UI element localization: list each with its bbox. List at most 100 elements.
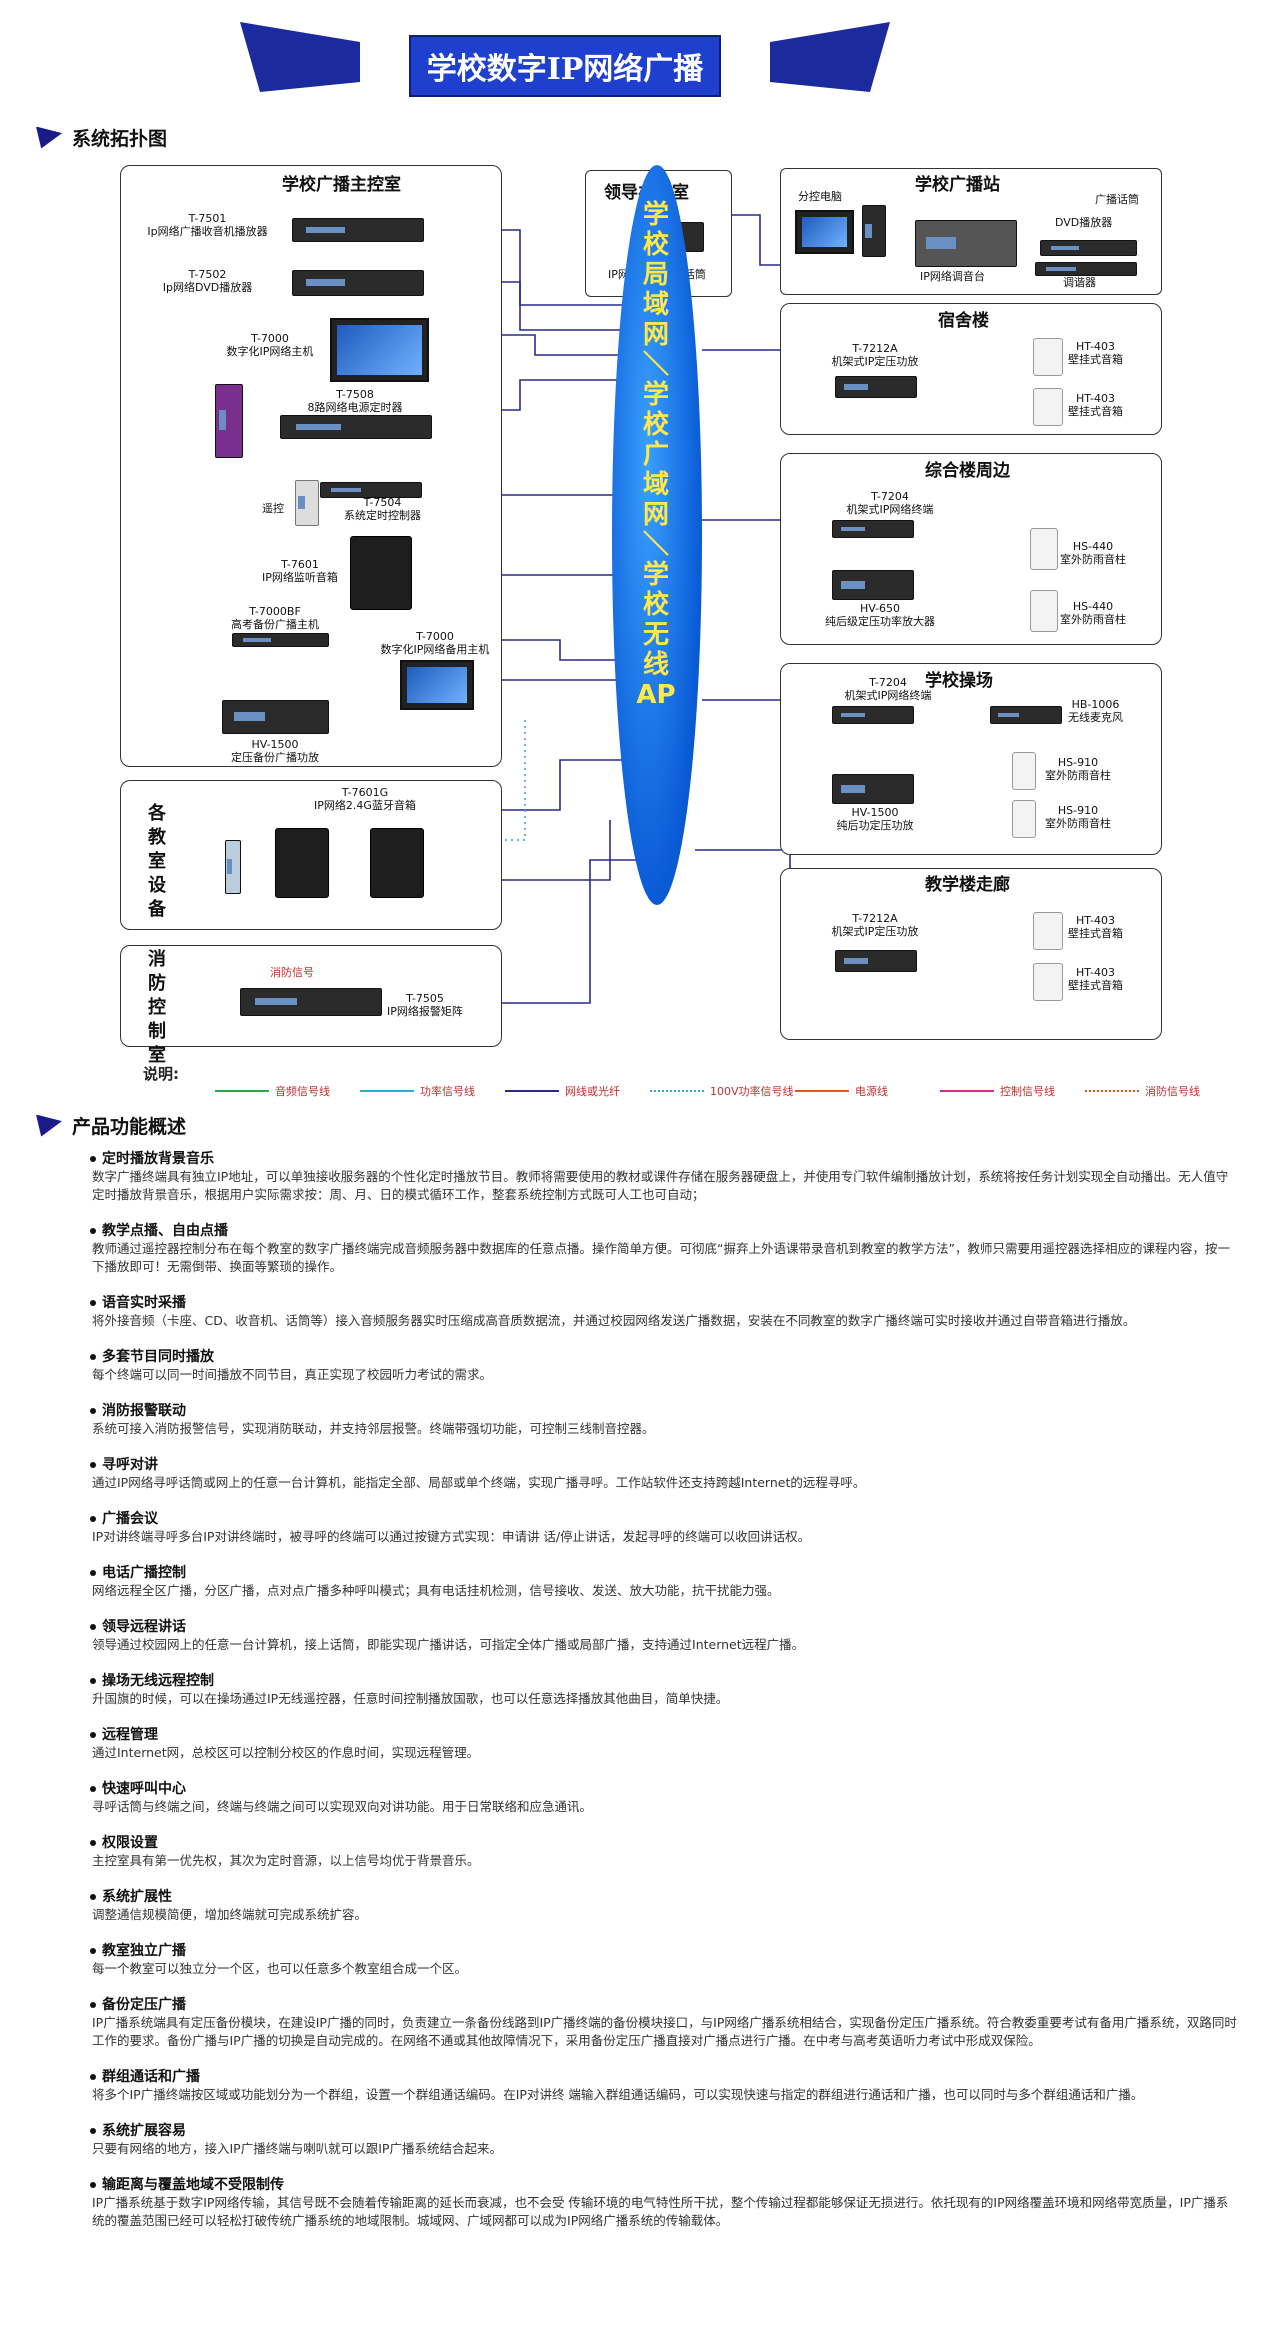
t7601-speaker	[350, 536, 412, 610]
feature-title: 备份定压广播	[90, 1996, 1240, 2014]
feature-description: 领导通过校园网上的任意一台计算机，接上话筒，即能实现广播讲话，可指定全体广播或局…	[92, 1637, 805, 1652]
feature-item: 远程管理通过Internet网，总校区可以控制分校区的作息时间，实现远程管理。	[90, 1726, 1240, 1762]
feature-title-text: 快速呼叫中心	[102, 1781, 186, 1797]
classroom-speaker-1	[275, 828, 329, 898]
feature-title-text: 远程管理	[102, 1727, 158, 1743]
remote-label: 遥控	[262, 502, 284, 515]
feature-description: 将外接音频（卡座、CD、收音机、话筒等）接入音频服务器实时压缩成高音质数据流，并…	[92, 1313, 1136, 1328]
bullet-icon	[90, 1894, 96, 1900]
legend-item: 控制信号线	[940, 1083, 1055, 1099]
dorm-box	[780, 303, 1162, 435]
t7501-device	[292, 218, 424, 242]
feature-title-text: 输距离与覆盖地域不受限制传	[102, 2177, 284, 2193]
page-title: 学校数字IP网络广播	[426, 52, 704, 87]
complex-title: 综合楼周边	[925, 461, 1010, 481]
feature-title: 电话广播控制	[90, 1564, 1240, 1582]
mic-label: 广播话筒	[1095, 193, 1139, 206]
feature-description: 通过Internet网，总校区可以控制分校区的作息时间，实现远程管理。	[92, 1745, 480, 1760]
feature-title-text: 语音实时采播	[102, 1295, 186, 1311]
legend-label: 控制信号线	[1000, 1085, 1055, 1098]
legend-label: 功率信号线	[420, 1085, 475, 1098]
feature-item: 语音实时采播将外接音频（卡座、CD、收音机、话筒等）接入音频服务器实时压缩成高音…	[90, 1294, 1240, 1330]
power-timer-panel	[215, 384, 243, 458]
legend-label: 网线或光纤	[565, 1085, 620, 1098]
feature-title: 教室独立广播	[90, 1942, 1240, 1960]
feature-description: IP广播系统端具有定压备份模块，在建设IP广播的同时，负责建立一条备份线路到IP…	[92, 2015, 1237, 2048]
feature-title-text: 寻呼对讲	[102, 1457, 158, 1473]
bullet-icon	[90, 1516, 96, 1522]
feature-item: 消防报警联动系统可接入消防报警信号，实现消防联动，并支持邻层报警。终端带强切功能…	[90, 1402, 1240, 1438]
classroom-remote-icon	[225, 840, 241, 894]
bullet-icon	[90, 2128, 96, 2134]
feature-title: 群组通话和广播	[90, 2068, 1240, 2086]
legend-item: 电源线	[795, 1083, 888, 1099]
legend-label: 音频信号线	[275, 1085, 330, 1098]
feature-title: 输距离与覆盖地域不受限制传	[90, 2176, 1240, 2194]
bullet-icon	[90, 1678, 96, 1684]
mixer-label: IP网络调音台	[920, 270, 985, 283]
dvd-device	[1040, 240, 1137, 256]
feature-description: 数字广播终端具有独立IP地址，可以单独接收服务器的个性化定时播放节目。教师将需要…	[92, 1169, 1229, 1202]
corridor-amp-device	[835, 950, 917, 972]
functions-heading-text: 产品功能概述	[72, 1116, 187, 1138]
control-room-title: 学校广播主控室	[282, 175, 401, 195]
legend-swatch	[1085, 1090, 1139, 1092]
feature-description: 网络远程全区广播，分区广播，点对点广播多种呼叫模式；具有电话挂机检测，信号接收、…	[92, 1583, 780, 1598]
feature-title-text: 教室独立广播	[102, 1943, 186, 1959]
legend-label: 电源线	[855, 1085, 888, 1098]
tuner-device	[1035, 262, 1137, 276]
bullet-icon	[90, 1624, 96, 1630]
legend-title: 说明:	[143, 1065, 179, 1083]
title-banner	[240, 22, 890, 97]
t7504-device	[320, 482, 422, 498]
feature-title: 语音实时采播	[90, 1294, 1240, 1312]
bullet-icon	[90, 1354, 96, 1360]
t7508-device	[280, 415, 432, 439]
feature-description: 调整通信规模简便，增加终端就可完成系统扩容。	[92, 1907, 368, 1922]
corridor-title: 教学楼走廊	[925, 875, 1010, 895]
feature-title: 教学点播、自由点播	[90, 1222, 1240, 1240]
bullet-icon	[90, 1570, 96, 1576]
corridor-speaker-1	[1033, 912, 1063, 950]
feature-title-text: 多套节目同时播放	[102, 1349, 214, 1365]
classroom-title: 各教室设备	[148, 803, 166, 920]
feature-item: 快速呼叫中心寻呼话筒与终端之间，终端与终端之间可以实现双向对讲功能。用于日常联络…	[90, 1780, 1240, 1816]
bullet-icon	[90, 1462, 96, 1468]
legend-label: 消防信号线	[1145, 1085, 1200, 1098]
feature-description: 每个终端可以同一时间播放不同节目，真正实现了校园听力考试的需求。	[92, 1367, 493, 1382]
legend-item: 消防信号线	[1085, 1083, 1200, 1099]
legend-item: 网线或光纤	[505, 1083, 620, 1099]
bullet-icon	[90, 1786, 96, 1792]
dorm-title: 宿舍楼	[938, 311, 989, 331]
complex-box	[780, 453, 1162, 645]
bullet-icon	[90, 2002, 96, 2008]
legend-swatch	[795, 1090, 849, 1092]
network-ellipse	[612, 165, 702, 905]
feature-title-text: 消防报警联动	[102, 1403, 186, 1419]
corridor-speaker-2	[1033, 963, 1063, 1001]
complex-term-device	[832, 520, 914, 538]
feature-title-text: 领导远程讲话	[102, 1619, 186, 1635]
feature-title-text: 系统扩展容易	[102, 2123, 186, 2139]
legend-swatch	[360, 1090, 414, 1092]
feature-description: 将多个IP广播终端按区域或功能划分为一个群组，设置一个群组通话编码。在IP对讲终…	[92, 2087, 1144, 2102]
feature-item: 教学点播、自由点播教师通过遥控器控制分布在每个教室的数字广播终端完成音频服务器中…	[90, 1222, 1240, 1276]
hv1500-backup-amp	[222, 700, 329, 734]
pc-label: 分控电脑	[798, 190, 842, 203]
complex-speaker-1	[1030, 528, 1058, 570]
bullet-icon	[90, 2074, 96, 2080]
